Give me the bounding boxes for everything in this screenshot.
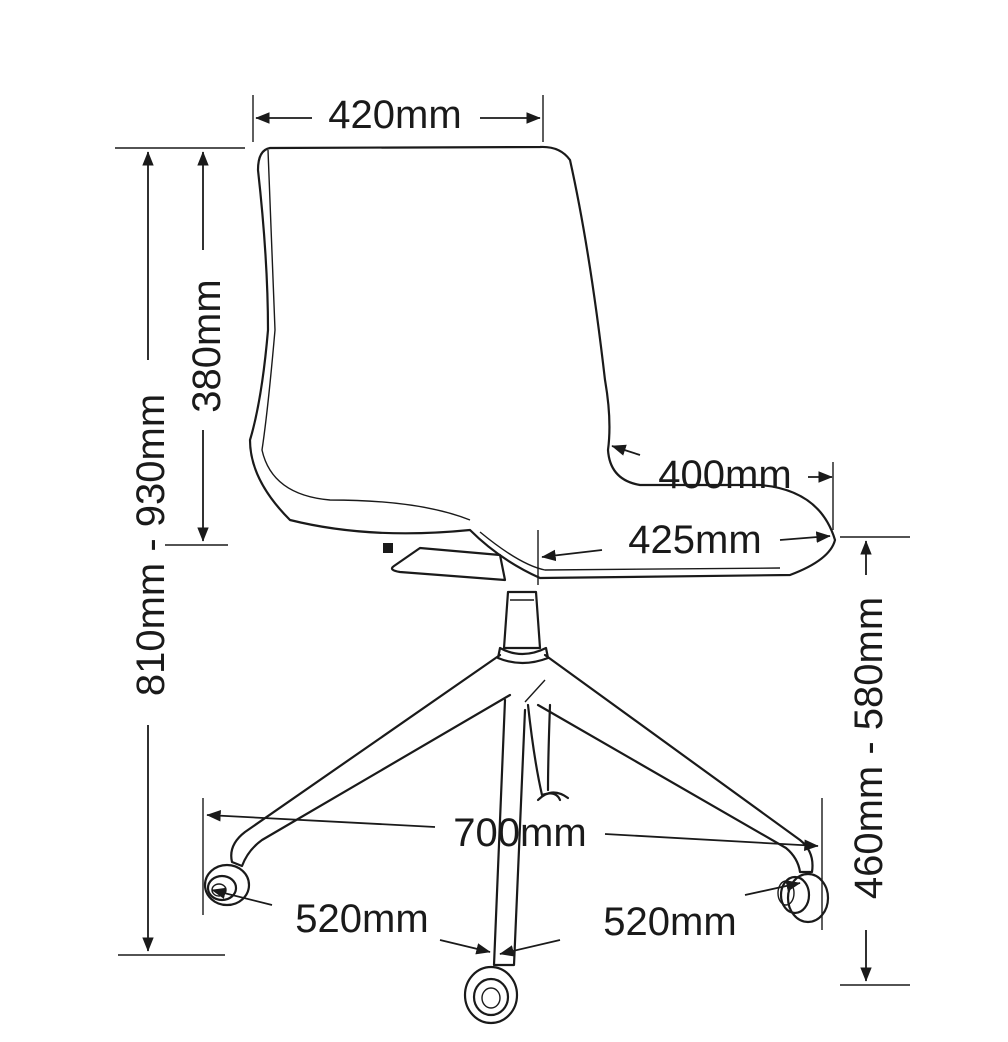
dim-seat-width: 420mm [252,93,544,142]
dim-overall-height: 810mm - 930mm [129,151,173,952]
label-seat-height: 460mm - 580mm [847,597,891,899]
dim-seat-height: 460mm - 580mm [840,536,910,986]
label-base-span: 700mm [453,811,586,855]
gas-column [502,590,542,650]
base-leg-left [230,653,512,868]
chair-shell-inner [261,149,471,521]
chair-seat-edge [479,531,781,571]
caster-rear [536,791,570,802]
caster-left [203,863,251,907]
base-leg-front [492,698,527,967]
label-seat-depth: 400mm [658,453,791,497]
label-caster-spacing-left: 520mm [295,897,428,941]
dim-seat-depth-overall: 425mm [537,518,831,585]
label-backrest-height: 380mm [185,279,229,412]
seat-mechanism [390,546,507,582]
dim-caster-spacing-right: 520mm [499,880,801,957]
label-caster-spacing-right: 520mm [603,900,736,944]
dim-base-span: 700mm [202,798,823,930]
dim-backrest-height: 380mm [185,151,229,542]
caster-front [463,965,519,1025]
label-seat-width: 420mm [328,93,461,137]
label-seat-depth-overall: 425mm [628,518,761,562]
chair-illustration [203,145,837,1025]
column-collar [496,646,550,665]
label-overall-height: 810mm - 930mm [129,394,173,696]
chair-backrest [248,145,837,580]
dim-seat-depth: 400mm [611,444,834,530]
caster-right [777,872,830,924]
height-lever-knob [383,543,393,553]
base-leg-rear [526,703,562,802]
dim-caster-spacing-left: 520mm [211,887,491,955]
